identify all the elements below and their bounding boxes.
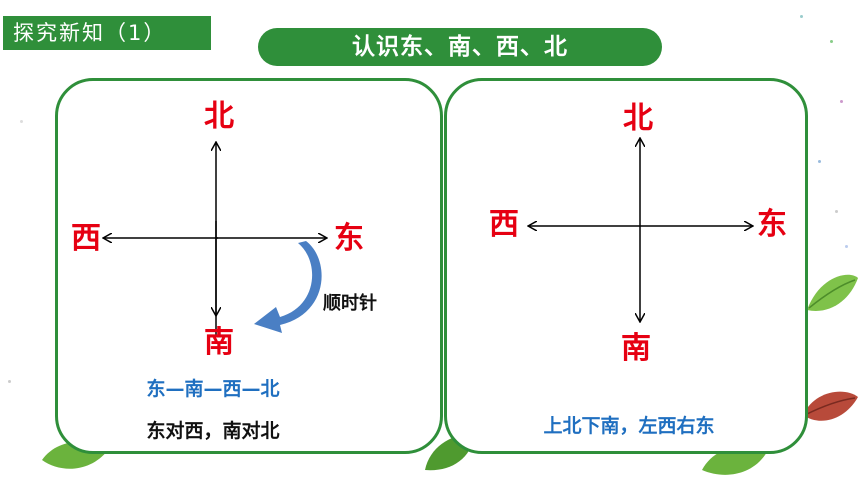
south-label: 南	[204, 325, 234, 360]
leaf-decoration	[803, 391, 858, 421]
west-label: 西	[489, 207, 519, 242]
compass-cross-arrows	[447, 81, 811, 457]
decor-dot	[835, 210, 838, 213]
clockwise-arrow-icon	[254, 241, 322, 333]
compass-panel-clockwise: 北 南 东 西 顺时针 东—南—西—北 东对西，南对北	[55, 78, 443, 454]
orientation-rule: 上北下南，左西右东	[543, 415, 715, 437]
east-label: 东	[334, 221, 364, 256]
direction-sequence: 东—南—西—北	[146, 378, 280, 400]
decor-dot	[20, 120, 23, 123]
decor-dot	[840, 100, 843, 103]
page-title: 认识东、南、西、北	[258, 28, 662, 66]
leaf-decoration	[807, 274, 858, 311]
north-label: 北	[204, 99, 234, 134]
decor-dot	[8, 380, 11, 383]
decor-dot	[845, 245, 848, 248]
decor-dot	[830, 40, 833, 43]
clockwise-label: 顺时针	[323, 293, 377, 314]
opposites-text: 东对西，南对北	[146, 420, 280, 442]
compass-panel-rule: 北 南 东 西 上北下南，左西右东	[444, 78, 808, 454]
compass-cross-arrows	[58, 81, 446, 336]
section-tag: 探究新知（1）	[3, 16, 211, 50]
north-label: 北	[623, 101, 653, 136]
decor-dot	[818, 160, 821, 163]
west-label: 西	[71, 221, 101, 256]
south-label: 南	[621, 331, 651, 366]
decor-dot	[800, 15, 803, 18]
east-label: 东	[757, 207, 787, 242]
